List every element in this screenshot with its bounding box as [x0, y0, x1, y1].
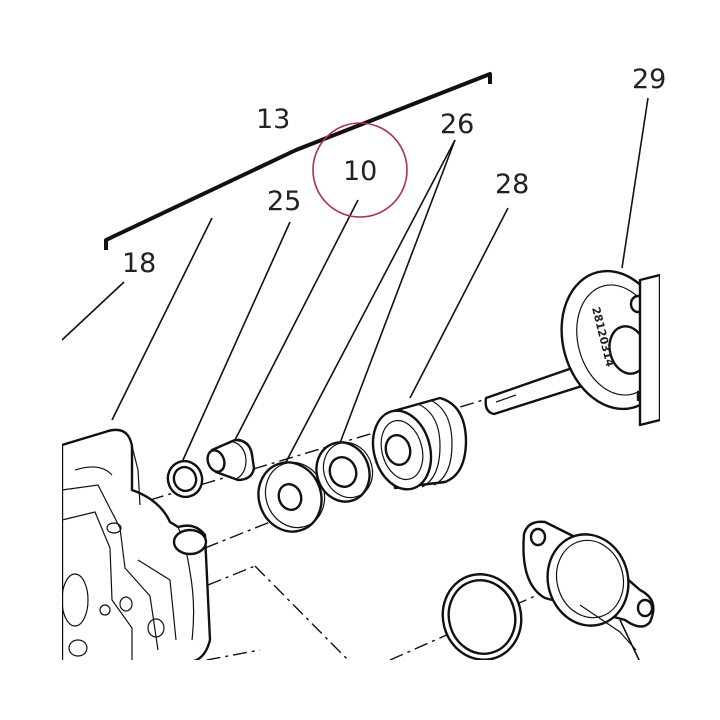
callout-29: 29 [632, 64, 666, 95]
cover-flange [522, 520, 655, 651]
washer-part-26-small [315, 441, 374, 503]
washer-part-26-large [257, 461, 326, 533]
bracket-13 [104, 72, 492, 250]
callout-13: 13 [256, 104, 290, 135]
shaft-flange-part-29: 28120314 [484, 269, 660, 427]
highlight-circle [312, 122, 408, 218]
callout-26: 26 [440, 109, 474, 140]
seal-ring-part-25 [166, 459, 204, 499]
callout-18: 18 [122, 248, 156, 279]
leader-lines [62, 97, 649, 660]
o-ring [441, 573, 523, 660]
callout-28: 28 [495, 169, 529, 200]
callout-25: 25 [267, 186, 301, 217]
pump-housing [62, 428, 212, 660]
plug-part-10 [206, 438, 256, 482]
bearing-sleeve-part-28 [371, 396, 468, 491]
callout-10: 10 [343, 156, 377, 187]
